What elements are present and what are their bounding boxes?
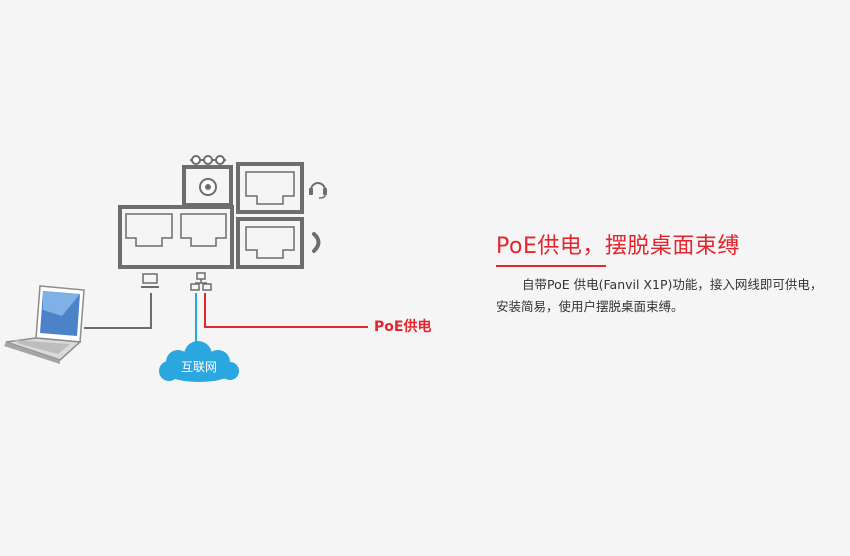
poe-cable	[204, 293, 368, 328]
lan-port-icon	[190, 272, 212, 291]
title-underline	[496, 265, 606, 267]
handset-port	[236, 217, 304, 269]
laptop-icon	[4, 285, 85, 364]
cloud-icon	[159, 341, 239, 382]
headset-port	[236, 162, 304, 214]
pc-port	[125, 213, 173, 247]
power-port	[182, 165, 233, 207]
headset-icon	[309, 182, 327, 199]
main-port-panel	[118, 205, 234, 269]
cloud-label: 互联网	[180, 360, 217, 374]
poe-label: PoE供电	[374, 319, 432, 335]
pc-port-icon	[141, 273, 159, 288]
handset-icon	[312, 232, 321, 253]
lan-port	[180, 213, 227, 247]
feature-description: 自带PoE 供电(Fanvil X1P)功能，接入网线即可供电，安装简易，使用户…	[496, 277, 823, 314]
pc-cable	[84, 293, 152, 329]
power-connector-icon	[190, 155, 226, 165]
feature-title: PoE供电，摆脱桌面束缚	[496, 234, 740, 259]
